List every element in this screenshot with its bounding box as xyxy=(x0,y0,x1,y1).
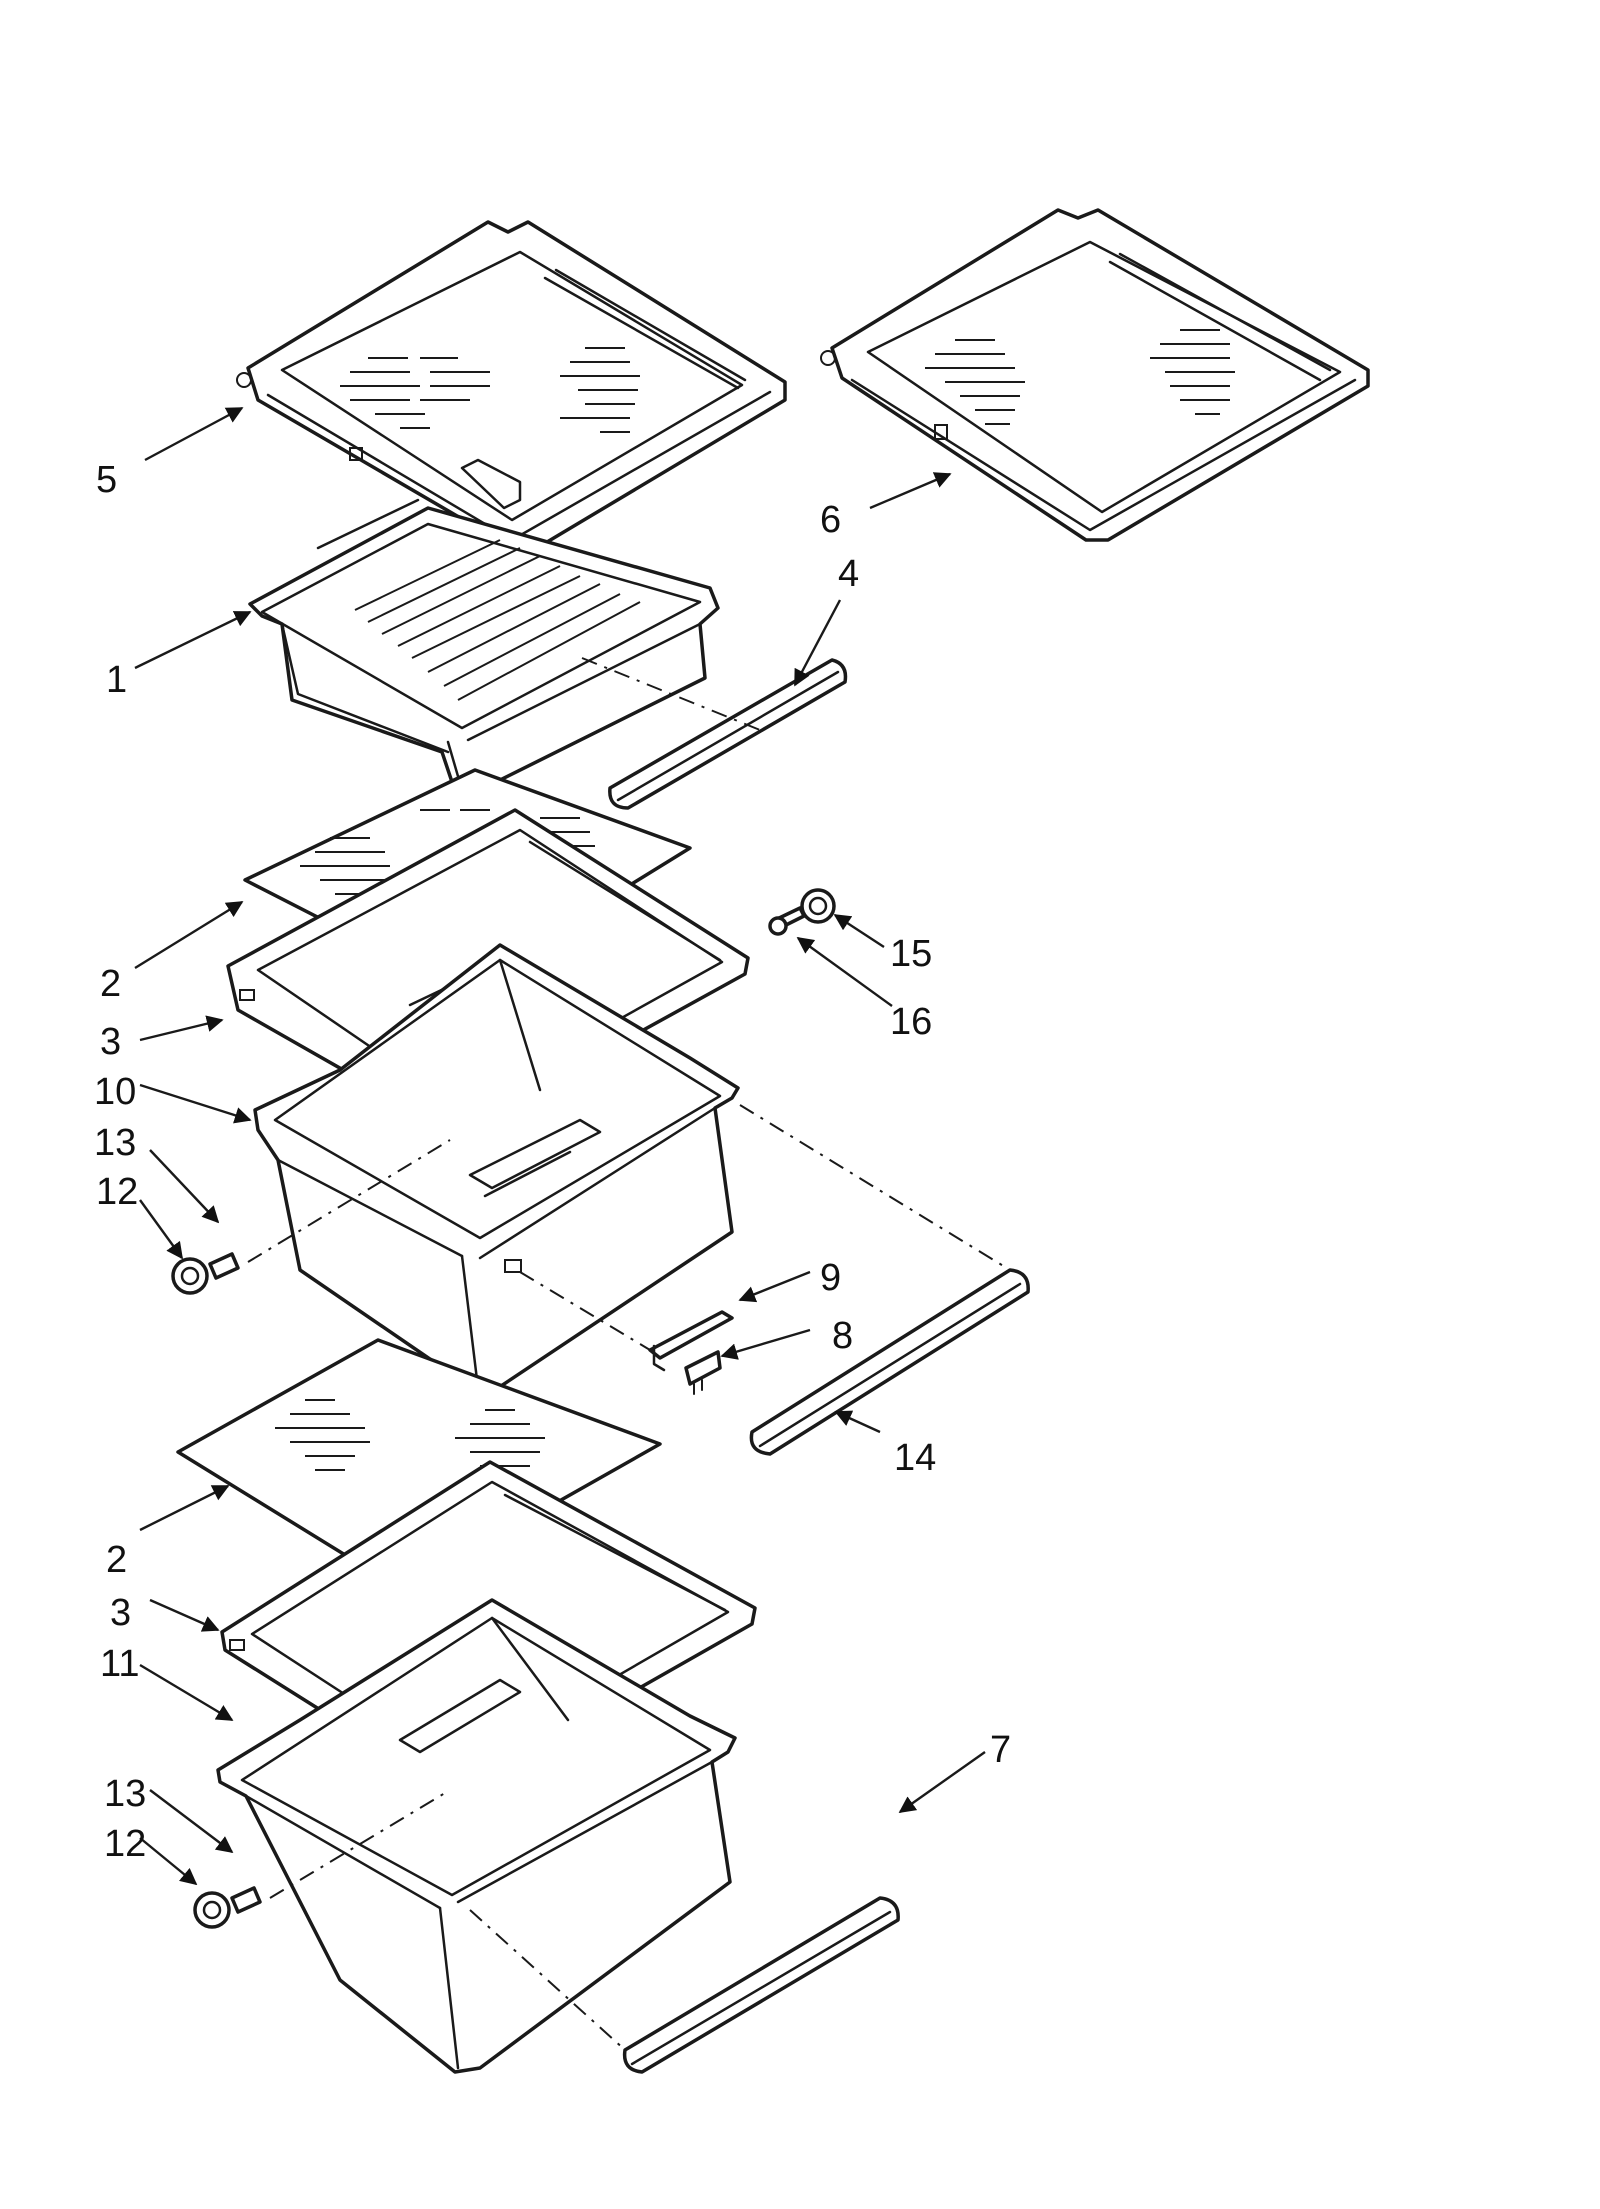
callout-13-lower: 13 xyxy=(104,1773,146,1815)
callout-7: 7 xyxy=(990,1729,1011,1771)
callout-14: 14 xyxy=(894,1437,936,1479)
callout-2-upper: 2 xyxy=(100,963,121,1005)
part-13-axle-upper xyxy=(208,1252,240,1280)
part-6-shelf xyxy=(820,208,1370,542)
part-9-slide xyxy=(648,1310,734,1372)
callout-4: 4 xyxy=(838,553,859,595)
callout-6: 6 xyxy=(820,499,841,541)
callout-11: 11 xyxy=(100,1643,139,1685)
callout-15: 15 xyxy=(890,933,932,975)
callout-9: 9 xyxy=(820,1257,841,1299)
callout-5: 5 xyxy=(96,459,117,501)
part-1-snack-pan xyxy=(248,498,720,802)
part-12-roller-upper xyxy=(171,1257,209,1295)
leader-arrows xyxy=(134,406,986,1886)
callout-2-lower: 2 xyxy=(106,1539,127,1581)
part-8-clip xyxy=(684,1350,722,1395)
part-2-glass-lower xyxy=(176,1338,662,1592)
callout-3-upper: 3 xyxy=(100,1021,121,1063)
callout-10: 10 xyxy=(94,1071,136,1113)
callout-1: 1 xyxy=(106,659,127,701)
assembly-lines xyxy=(247,657,1011,2051)
part-5-crisper-cover-shelf xyxy=(236,220,787,550)
callout-3-lower: 3 xyxy=(110,1592,131,1634)
part-16-screw xyxy=(768,906,806,936)
part-14-trim xyxy=(749,1268,1030,1456)
callout-12-upper: 12 xyxy=(96,1171,138,1213)
part-10-crisper-pan-upper xyxy=(253,943,740,1394)
part-13-axle-lower xyxy=(230,1886,262,1914)
callout-13-upper: 13 xyxy=(94,1122,136,1164)
part-7-trim xyxy=(622,1896,900,2074)
callout-16: 16 xyxy=(890,1001,932,1043)
callout-labels: 5 6 1 4 2 3 10 13 12 15 16 9 8 14 2 3 11… xyxy=(94,459,1011,1865)
part-15-roller xyxy=(800,888,836,924)
part-4-trim xyxy=(608,658,848,810)
part-12-roller-lower xyxy=(193,1891,231,1929)
callout-8: 8 xyxy=(832,1315,853,1357)
part-11-crisper-pan-lower xyxy=(216,1598,737,2074)
callout-12-lower: 12 xyxy=(104,1823,146,1865)
